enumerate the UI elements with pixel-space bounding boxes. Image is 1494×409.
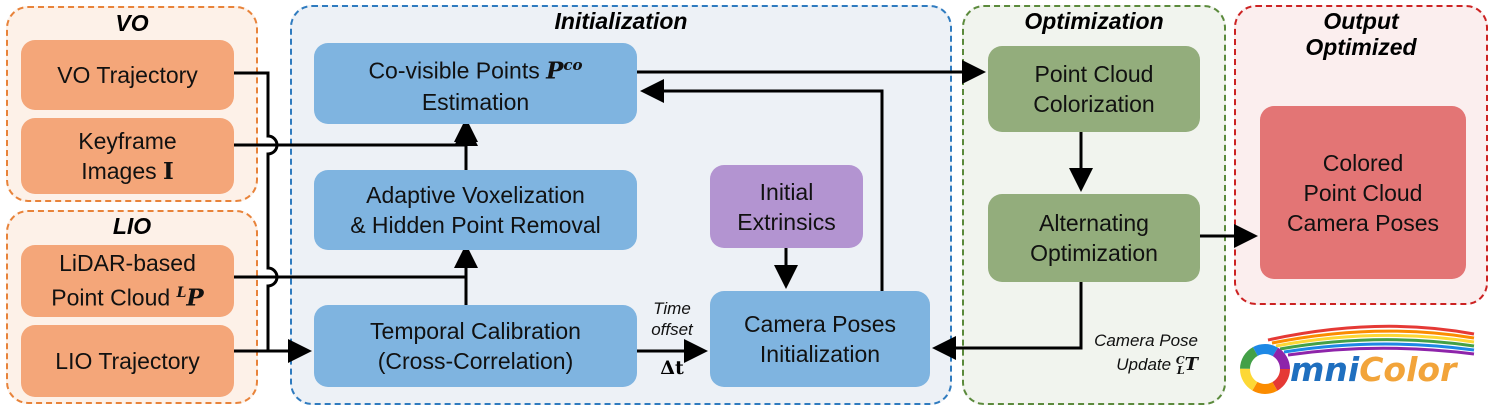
output-label-line1: Colored [1322,149,1404,176]
cam-update-line1: Camera Pose [1094,331,1198,350]
color-wheel-icon [1240,344,1290,394]
cam-update-subscript: L [1176,363,1185,377]
logo-text-mni: mni [1290,350,1360,389]
output-label-line3: Camera Poses [1286,209,1440,236]
optimization-group-title: Optimization [1024,8,1164,34]
voxel-label-line1: Adaptive Voxelization [366,182,585,208]
time-offset-line1: Time [653,299,691,318]
alternating-label-line2: Optimization [1030,240,1158,266]
temporal-calibration-box: Temporal Calibration (Cross-Correlation) [314,305,637,387]
lidar-label-line1: LiDAR-based [59,250,196,277]
extrinsics-label-line1: Initial [759,178,814,205]
alternating-to-camposes-wire [932,282,1083,360]
time-offset-line2: offset [651,320,693,339]
keyframe-label-line1: Keyframe [78,127,177,154]
keyframe-symbol: I [163,157,174,185]
logo-wordmark: mniColor [1290,350,1456,390]
alternating-optimization-box: Alternating Optimization [988,194,1200,282]
point-cloud-colorization-box: Point Cloud Colorization [988,46,1200,132]
cam-update-symbol: T [1184,354,1198,375]
lio-group-title: LIO [112,213,152,239]
logo-text-color: Color [1359,350,1457,389]
output-label-line2: Point Cloud [1303,179,1423,206]
lidar-point-cloud-box: LiDAR-based Point Cloud LP [21,245,234,317]
lidar-superscript: L [176,285,187,302]
camposes-label-line1: Camera Poses [743,311,897,337]
cam-update-line2: Update [1116,355,1172,374]
lidar-label-line2: Point Cloud [51,284,171,311]
initialization-group-title: Initialization [554,8,688,34]
covisible-label-line1: Co-visible Points [368,57,540,84]
extrinsics-label-line2: Extrinsics [737,208,836,235]
vo-trajectory-box: VO Trajectory [21,40,234,110]
temporal-label-line1: Temporal Calibration [370,318,581,344]
covisible-points-box: Co-visible Points Pco Estimation [314,43,637,124]
camposes-to-covisible-wire [640,79,884,291]
adaptive-voxelization-box: Adaptive Voxelization & Hidden Point Rem… [314,170,637,250]
output-group-title: Output Optimized [1234,8,1488,60]
delta-t-label: Δt [660,357,684,379]
omnicolor-logo: mniColor [1238,322,1490,402]
alternating-label-line1: Alternating [1039,210,1149,236]
time-offset-label: Time offset [640,298,704,340]
initial-extrinsics-box: Initial Extrinsics [710,165,863,248]
camposes-label-line2: Initialization [759,341,881,367]
output-title-line2: Optimized [1305,34,1417,60]
vo-trajectory-label: VO Trajectory [57,62,198,88]
covisible-symbol: P [546,57,564,85]
temporal-label-line2: (Cross-Correlation) [377,348,574,374]
covisible-label-line2: Estimation [421,88,530,115]
keyframe-images-box: Keyframe Images I [21,118,234,194]
colorization-label-line1: Point Cloud [1034,61,1154,87]
rainbow-swoosh-icon [1267,324,1475,357]
output-result-box: Colored Point Cloud Camera Poses [1260,106,1466,279]
vo-group-title: VO [115,10,149,36]
vo-trajectory-wire [234,71,279,351]
covisible-superscript: co [563,56,583,75]
camera-poses-init-box: Camera Poses Initialization [710,291,930,387]
lio-trajectory-box: LIO Trajectory [21,325,234,397]
colorization-label-line2: Colorization [1033,91,1155,117]
output-title-line1: Output [1323,8,1399,34]
keyframe-label-line2: Images [81,157,157,184]
lio-trajectory-label: LIO Trajectory [55,348,200,374]
cam-update-superscript: C [1175,353,1185,367]
lidar-symbol: P [186,284,204,312]
voxel-label-line2: & Hidden Point Removal [350,212,601,238]
